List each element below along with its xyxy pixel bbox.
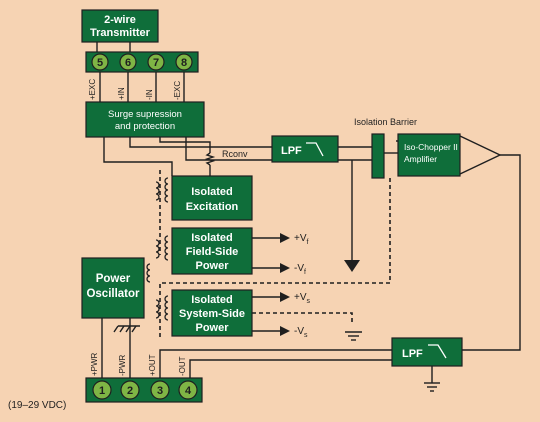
isolation-dashed-lines: [159, 170, 391, 337]
terminal-label-2: 2: [127, 385, 133, 397]
isolated-excitation-line1: Isolated: [191, 186, 233, 198]
vs-plus-label: +Vs: [294, 292, 311, 305]
surge-line2: and protection: [115, 121, 175, 132]
terminal-4: [178, 380, 198, 400]
isolated-excitation-line2: Excitation: [186, 201, 239, 213]
vs-minus-label: -Vs: [294, 326, 308, 339]
field-side-line3: Power: [195, 260, 229, 272]
bottom-terminal-block: 1 2 3 4: [85, 377, 203, 403]
transformer-coils: [146, 177, 169, 321]
field-side-line1: Isolated: [191, 232, 233, 244]
top-pin-labels: +EXC +IN -IN -EXC: [88, 79, 182, 100]
transmitter-block: 2-wire Transmitter: [81, 9, 159, 43]
pin-label-minus-out: -OUT: [178, 356, 187, 376]
pin-label-plus-exc: +EXC: [88, 79, 97, 100]
vf-plus-label: +Vf: [294, 233, 309, 246]
field-side-line2: Field-Side: [186, 246, 239, 258]
power-osc-line1: Power: [96, 273, 131, 285]
lpf-top-label: LPF: [281, 145, 302, 157]
terminal-1: [92, 380, 112, 400]
transmitter-line2: Transmitter: [90, 27, 151, 39]
lpf-top-block: LPF: [271, 135, 339, 163]
lpf-bottom-icon: [428, 344, 447, 359]
amplifier-line2: Amplifier: [404, 154, 437, 164]
terminal-2: [120, 380, 140, 400]
pin-label-minus-in: -IN: [145, 89, 154, 100]
system-side-line3: Power: [195, 322, 229, 334]
lpf-top-icon: [306, 142, 324, 157]
rconv-label: Rconv: [222, 149, 248, 159]
vf-minus-label: -Vf: [294, 263, 306, 276]
system-side-line2: System-Side: [179, 308, 245, 320]
isolated-excitation-block: Isolated Excitation: [171, 175, 253, 221]
pin-label-plus-in: +IN: [117, 87, 126, 100]
top-terminal-block: 5 6 7 8: [85, 51, 199, 73]
terminal-3: [150, 380, 170, 400]
terminal-label-4: 4: [185, 385, 192, 397]
bottom-pin-labels: +PWR -PWR +OUT -OUT: [90, 352, 187, 376]
isolation-barrier: [371, 133, 385, 179]
surge-line1: Surge supression: [108, 109, 182, 120]
pin-label-minus-pwr: -PWR: [118, 354, 127, 376]
pin-label-plus-out: +OUT: [148, 354, 157, 376]
pin-label-plus-pwr: +PWR: [90, 352, 99, 376]
amplifier-block: Iso-Chopper II Amplifier: [397, 133, 461, 177]
terminal-label-7: 7: [153, 57, 159, 69]
transmitter-line1: 2-wire: [104, 14, 136, 26]
terminal-6: [119, 53, 137, 71]
terminal-label-8: 8: [181, 57, 187, 69]
lpf-bottom-block: LPF: [391, 337, 463, 367]
field-side-power-block: Isolated Field-Side Power: [171, 227, 253, 275]
lpf-bottom-label: LPF: [402, 348, 423, 360]
supply-range-label: (19–29 VDC): [8, 400, 66, 411]
system-side-line1: Isolated: [191, 294, 233, 306]
terminal-label-6: 6: [125, 57, 131, 69]
terminal-label-1: 1: [99, 385, 105, 397]
power-osc-line2: Oscillator: [86, 288, 140, 300]
terminal-label-5: 5: [97, 57, 103, 69]
terminal-label-3: 3: [157, 385, 163, 397]
terminal-7: [147, 53, 165, 71]
system-side-power-block: Isolated System-Side Power: [171, 289, 253, 337]
rail-labels: +Vf -Vf +Vs -Vs: [294, 233, 311, 339]
arrows: [280, 233, 360, 336]
isolation-barrier-label: Isolation Barrier: [354, 117, 417, 127]
pin-label-minus-exc: -EXC: [173, 81, 182, 100]
power-oscillator-block: Power Oscillator: [81, 257, 145, 319]
terminal-8: [175, 53, 193, 71]
surge-protection-block: Surge supression and protection: [85, 101, 205, 138]
terminal-5: [91, 53, 109, 71]
amplifier-line1: Iso-Chopper II: [404, 142, 458, 152]
